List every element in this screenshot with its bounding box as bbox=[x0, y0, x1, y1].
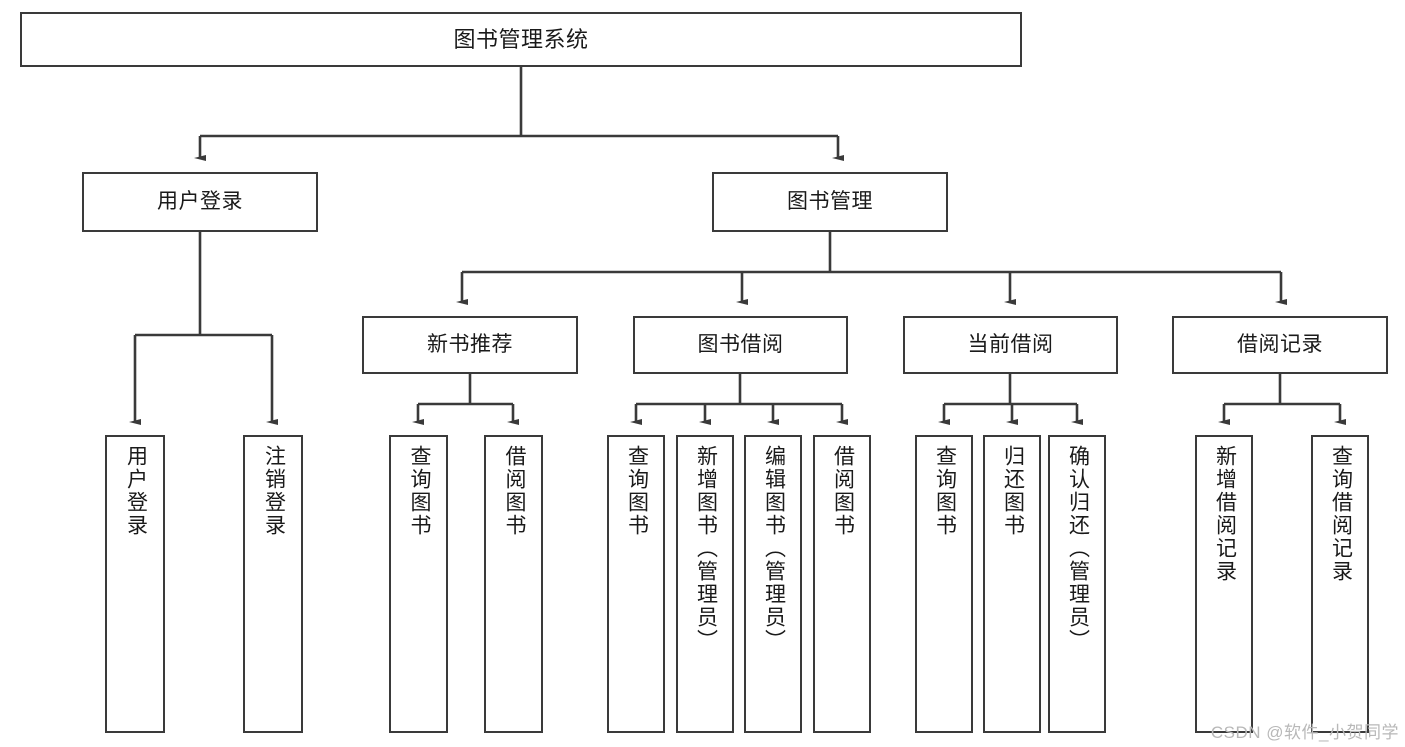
node-new-book-recommend[interactable]: 新书推荐 bbox=[362, 316, 578, 374]
node-label: 归还图书 bbox=[1001, 445, 1025, 537]
node-label: 图书借阅 bbox=[697, 332, 784, 356]
node-leaf-return-book[interactable]: 归还图书 bbox=[983, 435, 1041, 733]
node-label: 图书管理 bbox=[787, 189, 873, 213]
node-label: 新书推荐 bbox=[427, 332, 513, 356]
node-leaf-borrow-book-rec[interactable]: 借阅图书 bbox=[484, 435, 543, 733]
node-leaf-query-book-rec[interactable]: 查询图书 bbox=[389, 435, 448, 733]
node-label: 当前借阅 bbox=[967, 332, 1054, 356]
node-borrow-record[interactable]: 借阅记录 bbox=[1172, 316, 1388, 374]
node-leaf-confirm-return[interactable]: 确认归还（管理员） bbox=[1048, 435, 1106, 733]
node-label: 查询图书 bbox=[625, 445, 649, 537]
node-label: 新增借阅记录 bbox=[1213, 445, 1237, 583]
node-label: 用户登录 bbox=[157, 189, 243, 213]
node-label: 新增图书（管理员） bbox=[694, 445, 718, 652]
node-user-login[interactable]: 用户登录 bbox=[82, 172, 318, 232]
node-leaf-edit-book[interactable]: 编辑图书（管理员） bbox=[744, 435, 802, 733]
node-leaf-logout-login[interactable]: 注销登录 bbox=[243, 435, 303, 733]
node-root-system[interactable]: 图书管理系统 bbox=[20, 12, 1022, 67]
node-label: 查询图书 bbox=[407, 445, 431, 537]
node-label: 用户登录 bbox=[124, 445, 148, 537]
node-label: 编辑图书（管理员） bbox=[762, 445, 786, 652]
node-leaf-query-book-current[interactable]: 查询图书 bbox=[915, 435, 973, 733]
node-leaf-query-borrow-record[interactable]: 查询借阅记录 bbox=[1311, 435, 1369, 733]
node-leaf-query-book-borrow[interactable]: 查询图书 bbox=[607, 435, 665, 733]
node-label: 借阅图书 bbox=[502, 445, 526, 537]
node-label: 借阅记录 bbox=[1237, 332, 1323, 356]
node-leaf-user-login[interactable]: 用户登录 bbox=[105, 435, 165, 733]
watermark-text: CSDN @软件_小贺同学 bbox=[1210, 723, 1399, 742]
node-label: 确认归还（管理员） bbox=[1066, 445, 1090, 652]
node-leaf-add-borrow-record[interactable]: 新增借阅记录 bbox=[1195, 435, 1253, 733]
node-label: 注销登录 bbox=[262, 445, 286, 537]
node-label: 查询借阅记录 bbox=[1329, 445, 1353, 583]
node-leaf-borrow-book[interactable]: 借阅图书 bbox=[813, 435, 871, 733]
node-book-manage[interactable]: 图书管理 bbox=[712, 172, 948, 232]
node-book-borrow[interactable]: 图书借阅 bbox=[633, 316, 848, 374]
node-current-borrow[interactable]: 当前借阅 bbox=[903, 316, 1118, 374]
node-label: 查询图书 bbox=[933, 445, 957, 537]
node-label: 借阅图书 bbox=[831, 445, 855, 537]
node-leaf-add-book[interactable]: 新增图书（管理员） bbox=[676, 435, 734, 733]
node-label: 图书管理系统 bbox=[453, 26, 589, 52]
